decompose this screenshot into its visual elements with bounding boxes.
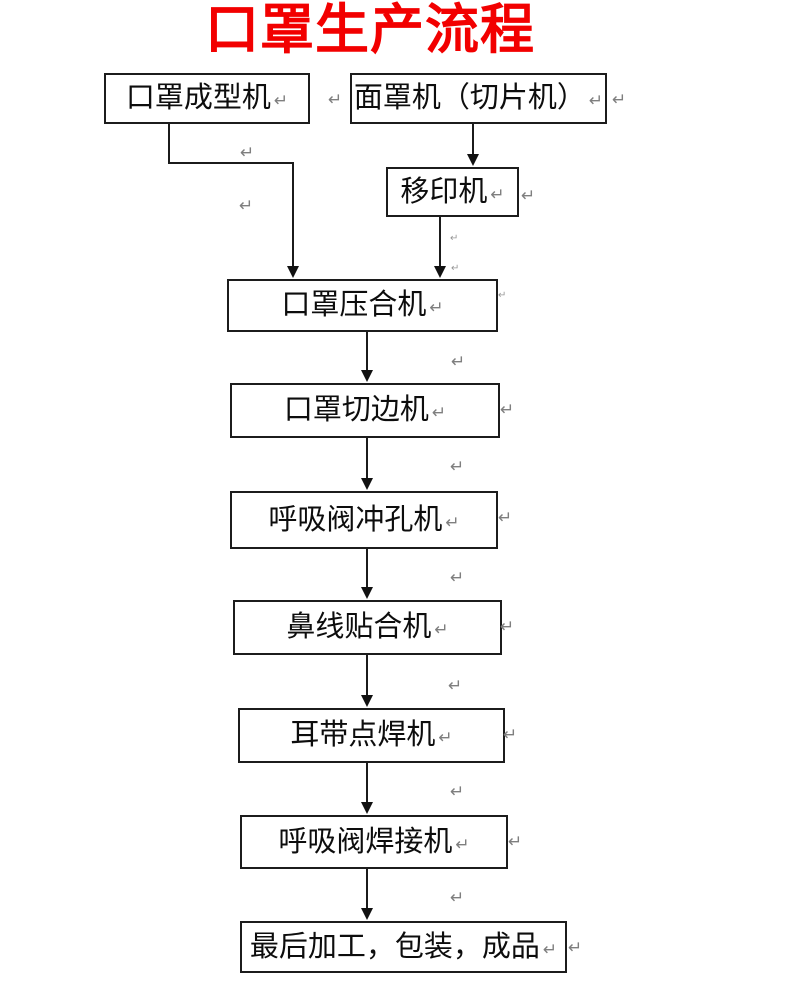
line-break-icon: ↵ bbox=[521, 186, 536, 206]
connector-edgecutting-to-punching bbox=[366, 438, 368, 479]
line-break-icon: ↵ bbox=[500, 400, 515, 420]
line-break-icon: ↵ bbox=[239, 196, 254, 216]
arrowhead-down-icon bbox=[434, 266, 446, 278]
line-break-icon: ↵ bbox=[450, 782, 465, 802]
arrowhead-down-icon bbox=[287, 266, 299, 278]
flow-node-mask-pressing-machine: 口罩压合机↵ bbox=[227, 279, 498, 332]
flow-node-breathing-valve-punching-machine: 呼吸阀冲孔机↵ bbox=[230, 491, 498, 549]
line-break-icon: ↵ bbox=[455, 834, 470, 855]
flow-node-pad-printing-machine: 移印机↵ bbox=[386, 167, 519, 217]
line-break-icon: ↵ bbox=[612, 90, 627, 110]
line-break-icon: ↵ bbox=[498, 290, 507, 301]
line-break-icon: ↵ bbox=[450, 568, 465, 588]
node-label: 面罩机（切片机） bbox=[353, 82, 586, 114]
flow-node-breathing-valve-welding-machine: 呼吸阀焊接机↵ bbox=[240, 815, 508, 869]
line-break-icon: ↵ bbox=[451, 263, 460, 274]
line-break-icon: ↵ bbox=[445, 512, 460, 533]
connector-forming-to-pressing-segment1 bbox=[168, 124, 170, 164]
node-label: 口罩成型机 bbox=[125, 82, 271, 114]
connector-earstrap-to-welding bbox=[366, 763, 368, 803]
line-break-icon: ↵ bbox=[448, 676, 463, 696]
flow-node-ear-strap-spot-welding-machine: 耳带点焊机↵ bbox=[238, 708, 505, 763]
connector-punching-to-nosewire bbox=[366, 549, 368, 588]
line-break-icon: ↵ bbox=[431, 403, 447, 423]
line-break-icon: ↵ bbox=[451, 352, 466, 372]
node-label: 移印机 bbox=[400, 175, 488, 208]
line-break-icon: ↵ bbox=[542, 939, 558, 960]
line-break-icon: ↵ bbox=[429, 298, 444, 318]
arrowhead-down-icon bbox=[361, 908, 373, 920]
node-label: 口罩压合机 bbox=[281, 289, 427, 321]
node-label: 鼻线贴合机 bbox=[286, 611, 432, 643]
flow-node-nose-wire-laminating-machine: 鼻线贴合机↵ bbox=[233, 600, 502, 655]
connector-padprinting-to-pressing bbox=[439, 217, 441, 267]
connector-nosewire-to-earstrap bbox=[366, 655, 368, 696]
line-break-icon: ↵ bbox=[568, 938, 583, 958]
line-break-icon: ↵ bbox=[434, 620, 449, 640]
arrowhead-down-icon bbox=[361, 695, 373, 707]
arrowhead-down-icon bbox=[361, 802, 373, 814]
line-break-icon: ↵ bbox=[240, 143, 255, 163]
connector-forming-to-pressing-segment3 bbox=[292, 162, 294, 268]
arrowhead-down-icon bbox=[467, 154, 479, 166]
node-label: 最后加工，包装，成品 bbox=[249, 930, 540, 963]
flow-node-face-mask-machine: 面罩机（切片机）↵ bbox=[350, 73, 607, 124]
flow-node-mask-forming-machine: 口罩成型机↵ bbox=[104, 73, 310, 124]
line-break-icon: ↵ bbox=[498, 508, 513, 528]
flow-node-final-processing-packaging: 最后加工，包装，成品↵ bbox=[240, 921, 567, 973]
line-break-icon: ↵ bbox=[503, 725, 518, 745]
line-break-icon: ↵ bbox=[450, 888, 465, 908]
flow-node-mask-edge-cutting-machine: 口罩切边机↵ bbox=[230, 383, 500, 438]
line-break-icon: ↵ bbox=[450, 457, 465, 477]
connector-pressing-to-edgecutting bbox=[366, 332, 368, 371]
node-label: 呼吸阀冲孔机 bbox=[268, 503, 443, 536]
node-label: 口罩切边机 bbox=[283, 394, 429, 426]
arrowhead-down-icon bbox=[361, 370, 373, 382]
node-label: 耳带点焊机 bbox=[290, 719, 436, 751]
line-break-icon: ↵ bbox=[273, 91, 289, 111]
arrowhead-down-icon bbox=[361, 587, 373, 599]
page-title: 口罩生产流程 bbox=[205, 0, 535, 60]
node-label: 呼吸阀焊接机 bbox=[278, 825, 453, 858]
line-break-icon: ↵ bbox=[588, 91, 604, 111]
connector-facemask-to-padprinting bbox=[472, 124, 474, 155]
connector-welding-to-final bbox=[366, 869, 368, 909]
line-break-icon: ↵ bbox=[328, 90, 343, 110]
line-break-icon: ↵ bbox=[490, 184, 505, 205]
connector-forming-to-pressing-segment2 bbox=[168, 162, 294, 164]
line-break-icon: ↵ bbox=[500, 617, 515, 637]
arrowhead-down-icon bbox=[361, 478, 373, 490]
line-break-icon: ↵ bbox=[508, 832, 523, 852]
line-break-icon: ↵ bbox=[438, 728, 453, 748]
line-break-icon: ↵ bbox=[450, 233, 459, 244]
